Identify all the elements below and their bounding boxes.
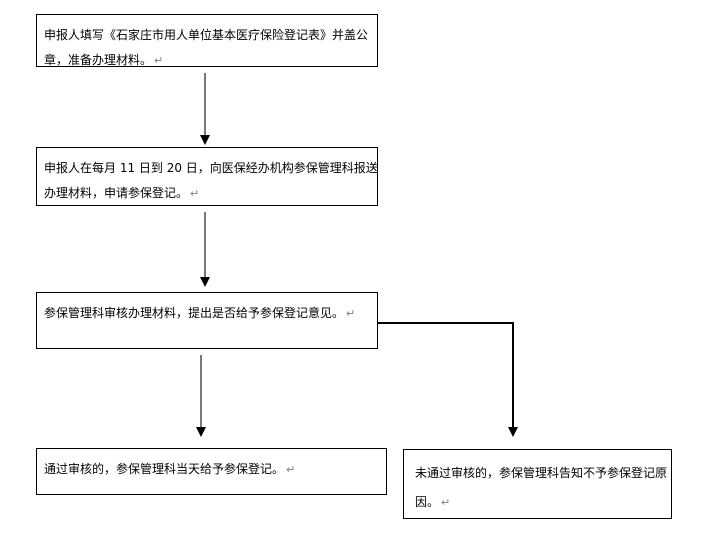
- arrow-shaft: [204, 212, 206, 278]
- flow-node-rejected-result: 未通过审核的，参保管理科告知不予参保登记原 因。↵: [403, 449, 672, 519]
- node-text: 未通过审核的，参保管理科告知不予参保登记原: [415, 466, 668, 480]
- node-text: 申报人填写《石家庄市用人单位基本医疗保险登记表》并盖公: [44, 28, 369, 42]
- connector-review-to-rejected-horizontal: [378, 322, 513, 324]
- arrow-head-icon: [196, 427, 206, 437]
- node-text-line: 办理材料，申请参保登记。↵: [44, 181, 372, 206]
- arrow-head-icon: [200, 135, 210, 145]
- node-text-line: 因。↵: [415, 490, 666, 519]
- node-text-line: 未通过审核的，参保管理科告知不予参保登记原: [415, 461, 668, 490]
- paragraph-mark-icon: ↵: [441, 496, 451, 509]
- node-text: 章，准备办理材料。: [44, 53, 153, 67]
- paragraph-mark-icon: ↵: [346, 307, 356, 320]
- node-text-line: 申报人填写《石家庄市用人单位基本医疗保险登记表》并盖公: [44, 23, 372, 48]
- flow-node-submit-materials: 申报人在每月 11 日到 20 日，向医保经办机构参保管理科报送 办理材料，申请…: [36, 147, 378, 206]
- node-text: 办理材料，申请参保登记。: [44, 186, 189, 200]
- node-text-line: 申报人在每月 11 日到 20 日，向医保经办机构参保管理科报送: [44, 156, 378, 181]
- node-text: 申报人在每月 11 日到 20 日，向医保经办机构参保管理科报送: [44, 161, 378, 175]
- connector-review-to-rejected-vertical: [512, 322, 514, 427]
- arrow-submit-to-review: [200, 212, 210, 287]
- arrow-head-icon: [508, 427, 518, 437]
- arrow-review-to-approved: [196, 355, 206, 437]
- node-text: 参保管理科审核办理材料，提出是否给予参保登记意见。: [44, 306, 345, 320]
- node-text-line: 章，准备办理材料。↵: [44, 48, 372, 73]
- arrow-shaft: [200, 355, 202, 428]
- arrow-head-icon: [200, 277, 210, 287]
- flow-node-review-materials: 参保管理科审核办理材料，提出是否给予参保登记意见。↵: [36, 292, 378, 349]
- flow-node-prepare-materials: 申报人填写《石家庄市用人单位基本医疗保险登记表》并盖公 章，准备办理材料。↵: [36, 14, 378, 67]
- paragraph-mark-icon: ↵: [154, 54, 164, 67]
- node-text-line: 参保管理科审核办理材料，提出是否给予参保登记意见。↵: [44, 301, 372, 326]
- flow-node-approved-result: 通过审核的，参保管理科当天给予参保登记。↵: [36, 448, 387, 495]
- arrow-prepare-to-submit: [200, 73, 210, 145]
- paragraph-mark-icon: ↵: [190, 187, 200, 200]
- node-text: 因。: [415, 495, 440, 509]
- node-text-line: 通过审核的，参保管理科当天给予参保登记。↵: [44, 457, 381, 482]
- arrow-shaft: [204, 73, 206, 136]
- paragraph-mark-icon: ↵: [286, 463, 296, 476]
- node-text: 通过审核的，参保管理科当天给予参保登记。: [44, 462, 285, 476]
